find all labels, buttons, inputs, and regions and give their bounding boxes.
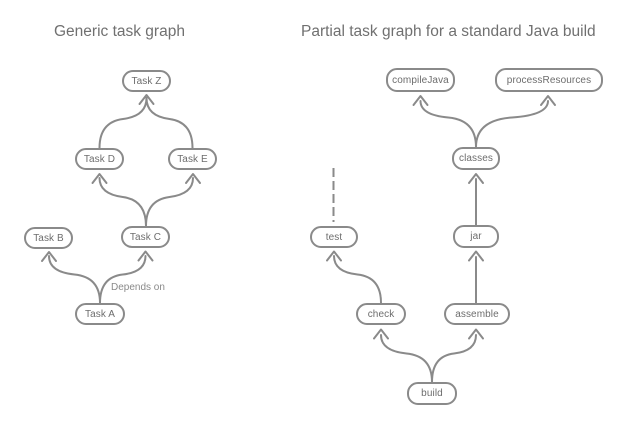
arrowhead-into-jar: [468, 250, 484, 262]
arrowhead-into-taskz: [138, 94, 155, 105]
arrowhead-into-taskb: [41, 251, 57, 262]
arrowhead-into-taskd: [91, 173, 108, 184]
edge-check-test: [333, 255, 382, 304]
arrowhead-into-test: [326, 250, 342, 262]
node-assemble: assemble: [444, 303, 510, 325]
edge-taska-taskb: [48, 255, 101, 304]
node-task-z: Task Z: [122, 70, 171, 92]
node-task-e: Task E: [168, 148, 217, 170]
arrowhead-into-processresources: [540, 95, 556, 106]
node-build: build: [407, 382, 457, 405]
arrowhead-into-check: [373, 328, 389, 340]
left-diagram-title: Generic task graph: [54, 23, 185, 40]
node-task-c: Task C: [121, 226, 170, 248]
node-task-a: Task A: [75, 303, 125, 325]
node-check: check: [356, 303, 406, 325]
arrowhead-into-taskc: [137, 250, 154, 262]
node-compilejava: compileJava: [386, 68, 455, 92]
node-test: test: [310, 226, 358, 248]
node-jar: jar: [453, 225, 499, 248]
arrowhead-into-taske: [185, 173, 201, 184]
edge-classes-compilejava: [419, 100, 477, 148]
edge-taskc-taskd: [98, 177, 147, 227]
edge-taskd-taskz: [98, 97, 148, 149]
edge-taske-taskz: [145, 97, 194, 149]
arrowhead-into-classes: [468, 173, 484, 184]
node-task-b: Task B: [24, 227, 73, 249]
edge-build-check: [380, 334, 433, 383]
arrowhead-into-assemble: [468, 328, 484, 340]
edge-taskc-taske: [145, 177, 194, 227]
node-task-d: Task D: [75, 148, 124, 170]
right-diagram-title: Partial task graph for a standard Java b…: [301, 23, 596, 40]
edge-classes-processresources: [475, 100, 549, 148]
depends-on-label: Depends on: [111, 282, 165, 293]
node-processresources: processResources: [495, 68, 603, 92]
node-classes: classes: [452, 147, 500, 170]
edge-taska-taskc: [99, 255, 147, 304]
edge-build-assemble: [431, 334, 477, 383]
arrowhead-into-compilejava: [412, 95, 429, 106]
